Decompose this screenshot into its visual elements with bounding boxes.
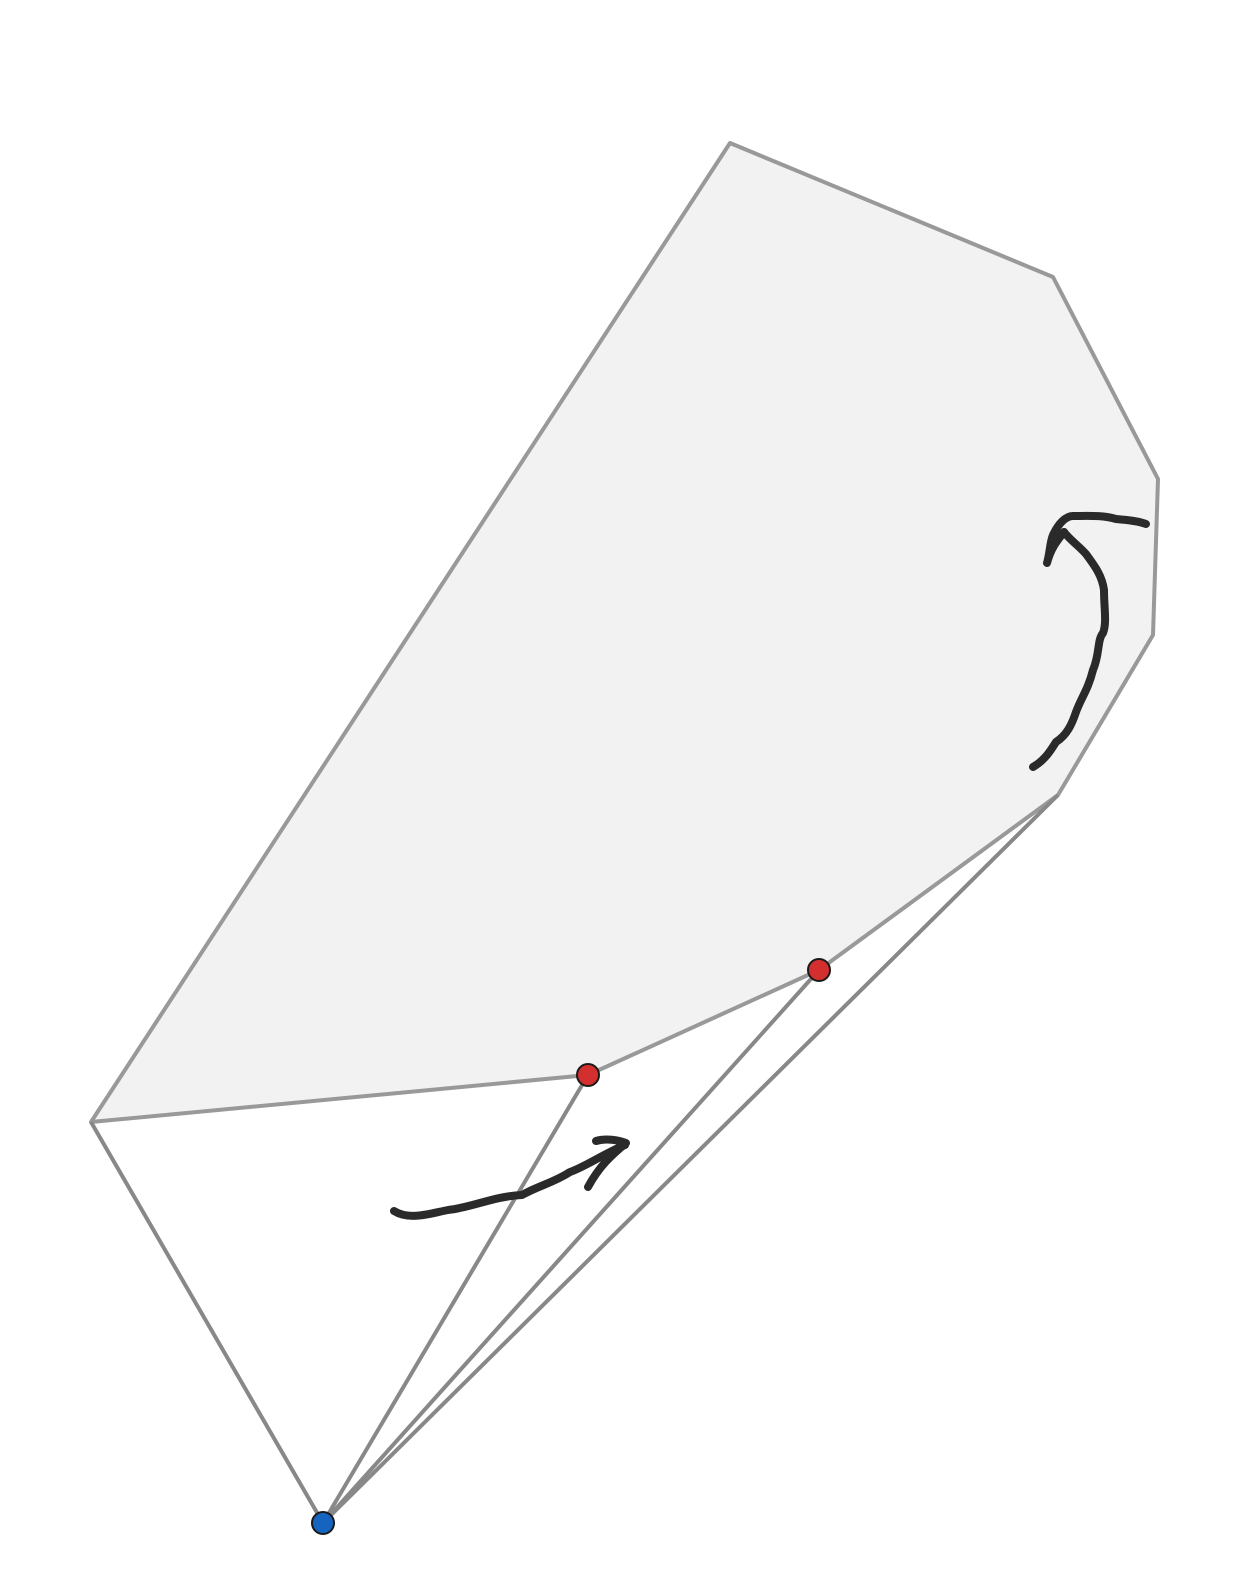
- viewpoint: [311, 1511, 335, 1535]
- line-to-left-vertex: [89, 1120, 325, 1525]
- right-arrow-head: [584, 1135, 630, 1191]
- viewpoint-lines: [89, 793, 1060, 1525]
- line-to-tangent-point-right: [321, 968, 821, 1525]
- line-to-tangent-point-left: [321, 1073, 590, 1525]
- tangent-point-right: [807, 958, 831, 982]
- up-arrow-head: [1043, 511, 1150, 567]
- hand-drawn-annotations: [390, 511, 1150, 1220]
- right-arrow-stroke: [390, 1141, 629, 1220]
- tangent-point-left: [576, 1063, 600, 1087]
- up-arrow-stroke: [1029, 528, 1110, 771]
- line-to-right-vertex: [321, 793, 1060, 1525]
- convex-hull: [89, 141, 1160, 1124]
